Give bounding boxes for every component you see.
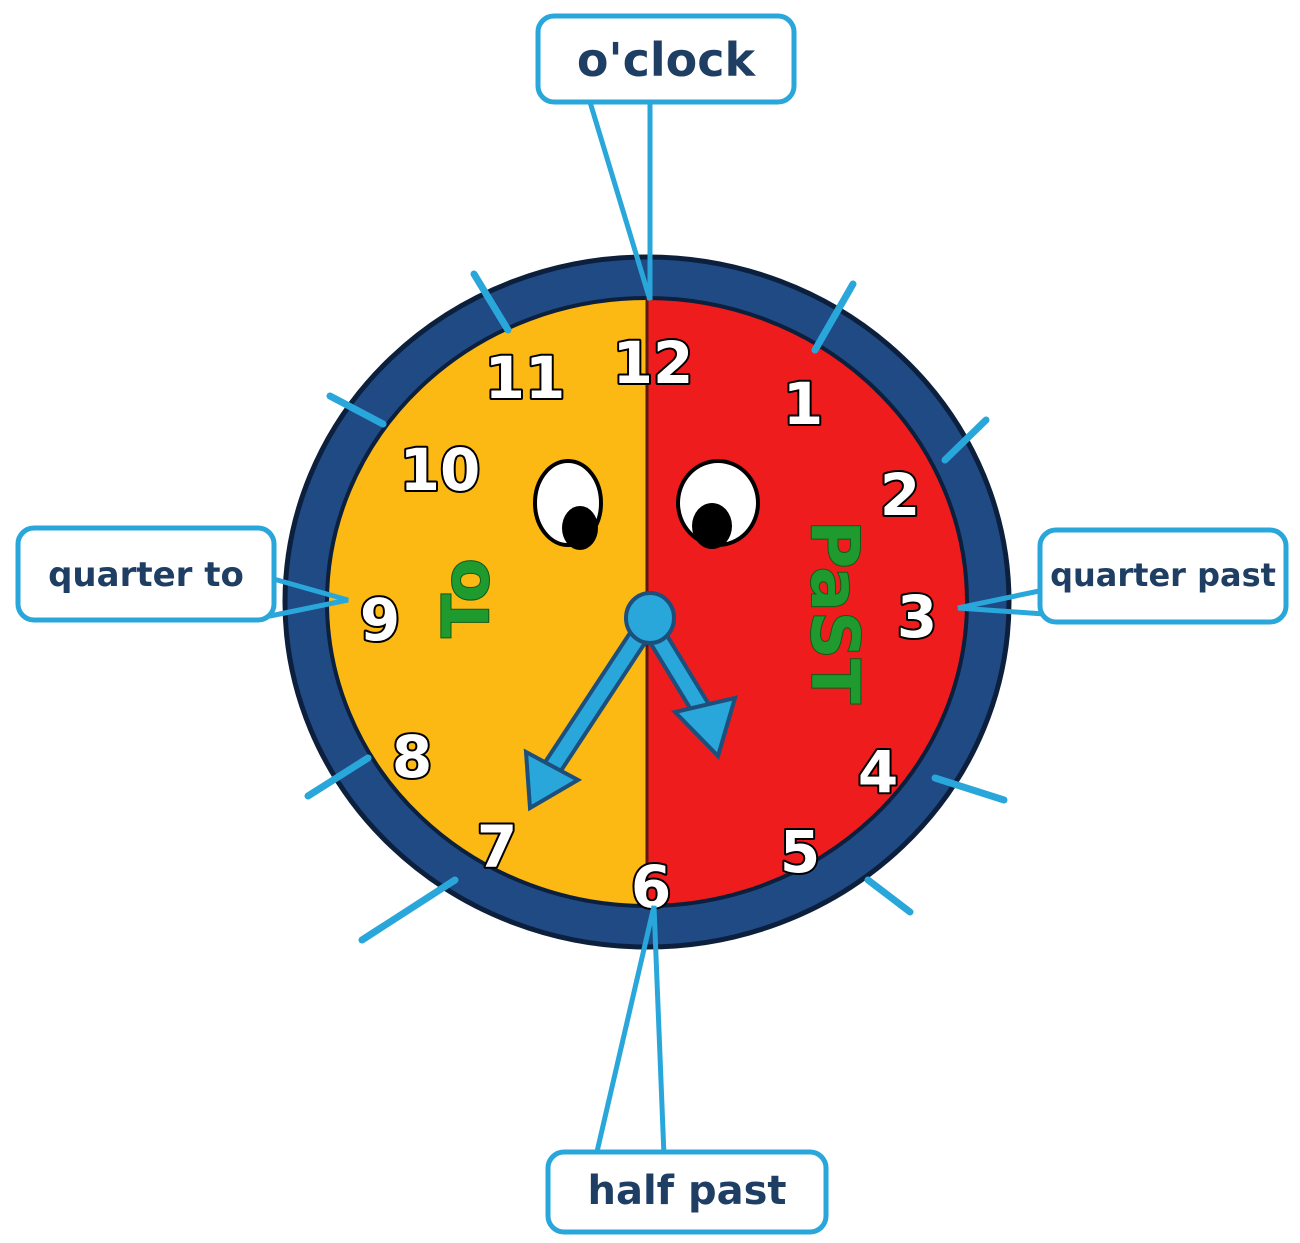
right-eye <box>678 461 758 549</box>
quarter-to-label: quarter to <box>48 555 244 595</box>
number-11: 11 <box>485 344 566 412</box>
quarter-past-label: quarter past <box>1050 556 1276 594</box>
number-4: 4 <box>858 738 898 806</box>
tick-7 <box>362 880 455 940</box>
tick-5 <box>868 880 910 912</box>
number-3: 3 <box>897 583 937 651</box>
left-pupil <box>562 506 598 550</box>
half-past-callout: half past <box>548 906 826 1232</box>
number-5: 5 <box>780 818 820 886</box>
hand-pivot <box>626 593 674 643</box>
number-7: 7 <box>477 813 517 881</box>
half-past-label: half past <box>587 1168 786 1214</box>
number-12: 12 <box>613 329 694 397</box>
right-pupil <box>692 503 732 549</box>
number-1: 1 <box>783 370 823 438</box>
number-9: 9 <box>360 586 400 654</box>
past-word: PaST <box>796 520 873 704</box>
number-2: 2 <box>880 461 920 529</box>
oclock-label: o'clock <box>577 33 757 87</box>
number-8: 8 <box>392 723 432 791</box>
number-10: 10 <box>400 436 481 504</box>
to-word: To <box>430 558 504 637</box>
